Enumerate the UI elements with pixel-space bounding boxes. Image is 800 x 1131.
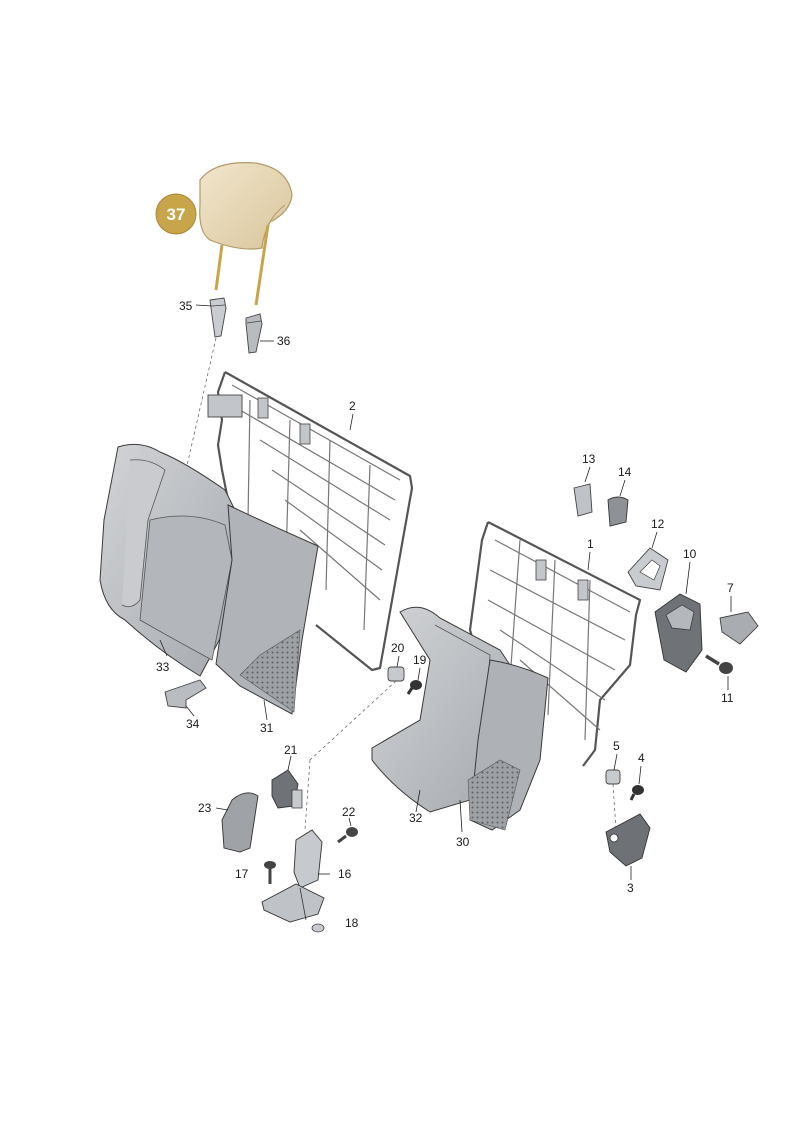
backrest-frame-2[interactable]: [207, 371, 414, 672]
bushing-20[interactable]: [387, 666, 405, 682]
callout-32[interactable]: 32: [409, 811, 423, 825]
callout-13[interactable]: 13: [582, 452, 596, 466]
trim-12[interactable]: [627, 547, 669, 591]
cap-14[interactable]: [607, 496, 629, 527]
badge-label-37: 37: [167, 205, 186, 224]
cover-13[interactable]: [573, 483, 593, 517]
callout-3[interactable]: 3: [627, 881, 634, 895]
callout-7[interactable]: 7: [727, 581, 734, 595]
callout-35[interactable]: 35: [179, 299, 193, 313]
callout-10[interactable]: 10: [683, 547, 697, 561]
guide-sleeve-35[interactable]: [209, 297, 227, 338]
callout-labels: 35 36 2 13 14 12 1 10 7 20 19 33 11 34 3…: [156, 299, 734, 930]
callout-16[interactable]: 16: [338, 867, 352, 881]
callout-5[interactable]: 5: [613, 739, 620, 753]
bracket-7[interactable]: [719, 611, 759, 645]
callout-36[interactable]: 36: [277, 334, 291, 348]
mount-bracket-16[interactable]: [261, 829, 325, 923]
bushing-5[interactable]: [605, 769, 621, 785]
backrest-foam-33[interactable]: [99, 443, 241, 677]
bracket-34[interactable]: [164, 679, 207, 709]
callout-11[interactable]: 11: [721, 691, 734, 705]
callout-34[interactable]: 34: [186, 717, 200, 731]
callout-12[interactable]: 12: [651, 517, 665, 531]
cover-23[interactable]: [221, 792, 259, 853]
backrest-frame-1[interactable]: [468, 521, 642, 767]
backrest-panel-30[interactable]: [467, 659, 549, 831]
plug-18[interactable]: [311, 923, 325, 933]
callout-20[interactable]: 20: [391, 641, 405, 655]
callout-30[interactable]: 30: [456, 835, 470, 849]
callout-22[interactable]: 22: [342, 805, 356, 819]
callout-21[interactable]: 21: [284, 743, 298, 757]
bolt-4[interactable]: [629, 785, 644, 801]
callout-33[interactable]: 33: [156, 660, 170, 674]
callout-2[interactable]: 2: [349, 399, 356, 413]
lock-mechanism-10[interactable]: [654, 593, 703, 673]
callout-17[interactable]: 17: [235, 867, 249, 881]
callout-19[interactable]: 19: [413, 653, 427, 667]
bolt-19[interactable]: [406, 680, 422, 695]
guide-sleeve-36[interactable]: [245, 313, 263, 354]
bolt-11[interactable]: [705, 654, 733, 674]
callout-1[interactable]: 1: [587, 537, 594, 551]
hinge-part-21[interactable]: [271, 769, 303, 809]
headrest-part-37[interactable]: [199, 162, 293, 306]
bolt-22[interactable]: [337, 827, 358, 844]
hinge-bracket-3[interactable]: [605, 813, 651, 867]
callout-31[interactable]: 31: [260, 721, 274, 735]
callout-14[interactable]: 14: [618, 465, 632, 479]
backrest-panel-31[interactable]: [215, 504, 319, 715]
callout-4[interactable]: 4: [638, 751, 645, 765]
bolt-17[interactable]: [264, 861, 276, 884]
callout-18[interactable]: 18: [345, 916, 359, 930]
callout-23[interactable]: 23: [198, 801, 212, 815]
leader-lines: [159, 304, 732, 880]
highlight-badge-37[interactable]: 37: [155, 193, 197, 235]
